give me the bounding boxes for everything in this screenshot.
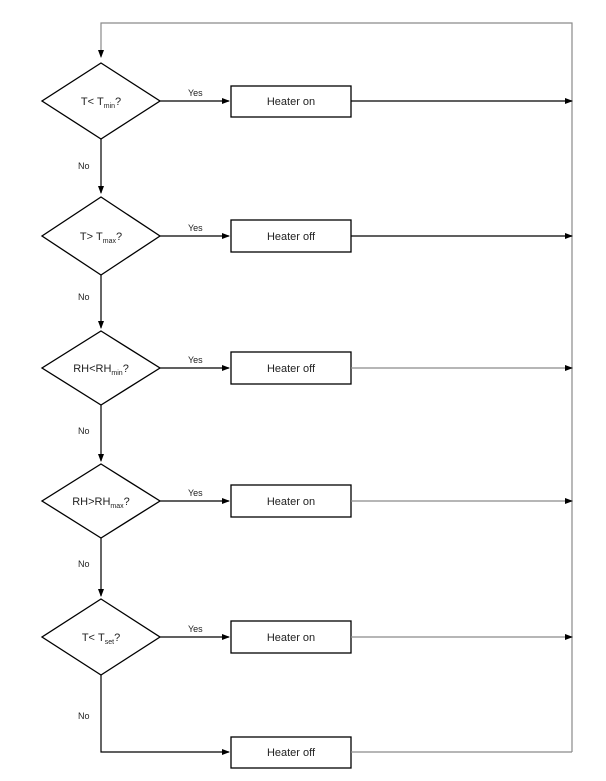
action-box-1 <box>230 85 352 118</box>
action-label-3: Heater off <box>267 363 316 375</box>
feedback-loop-line <box>98 22 573 752</box>
no-label-2: No <box>78 292 90 302</box>
action-label-5: Heater on <box>267 632 315 644</box>
action-label-2: Heater off <box>267 231 316 243</box>
yes-label-3: Yes <box>188 355 203 365</box>
no-label-5: No <box>78 711 90 721</box>
decision-label-5: T<Tset? <box>82 632 120 646</box>
decision-label-2: T>Tmax? <box>80 231 122 245</box>
action-box-6 <box>230 736 352 769</box>
no-arrow-5 <box>100 675 230 755</box>
no-label-4: No <box>78 559 90 569</box>
action-box-5 <box>230 620 352 654</box>
no-label-1: No <box>78 161 90 171</box>
action-label-1: Heater on <box>267 96 315 108</box>
yes-label-1: Yes <box>188 88 203 98</box>
yes-label-5: Yes <box>188 624 203 634</box>
decision-label-1: T<Tmin? <box>81 96 121 110</box>
yes-label-2: Yes <box>188 223 203 233</box>
action-label-6: Heater off <box>267 747 316 759</box>
action-label-4: Heater on <box>267 496 315 508</box>
no-label-3: No <box>78 426 90 436</box>
yes-label-4: Yes <box>188 488 203 498</box>
decision-label-4: RH>RHmax? <box>72 496 130 510</box>
decision-label-3: RH<RHmin? <box>73 363 129 377</box>
